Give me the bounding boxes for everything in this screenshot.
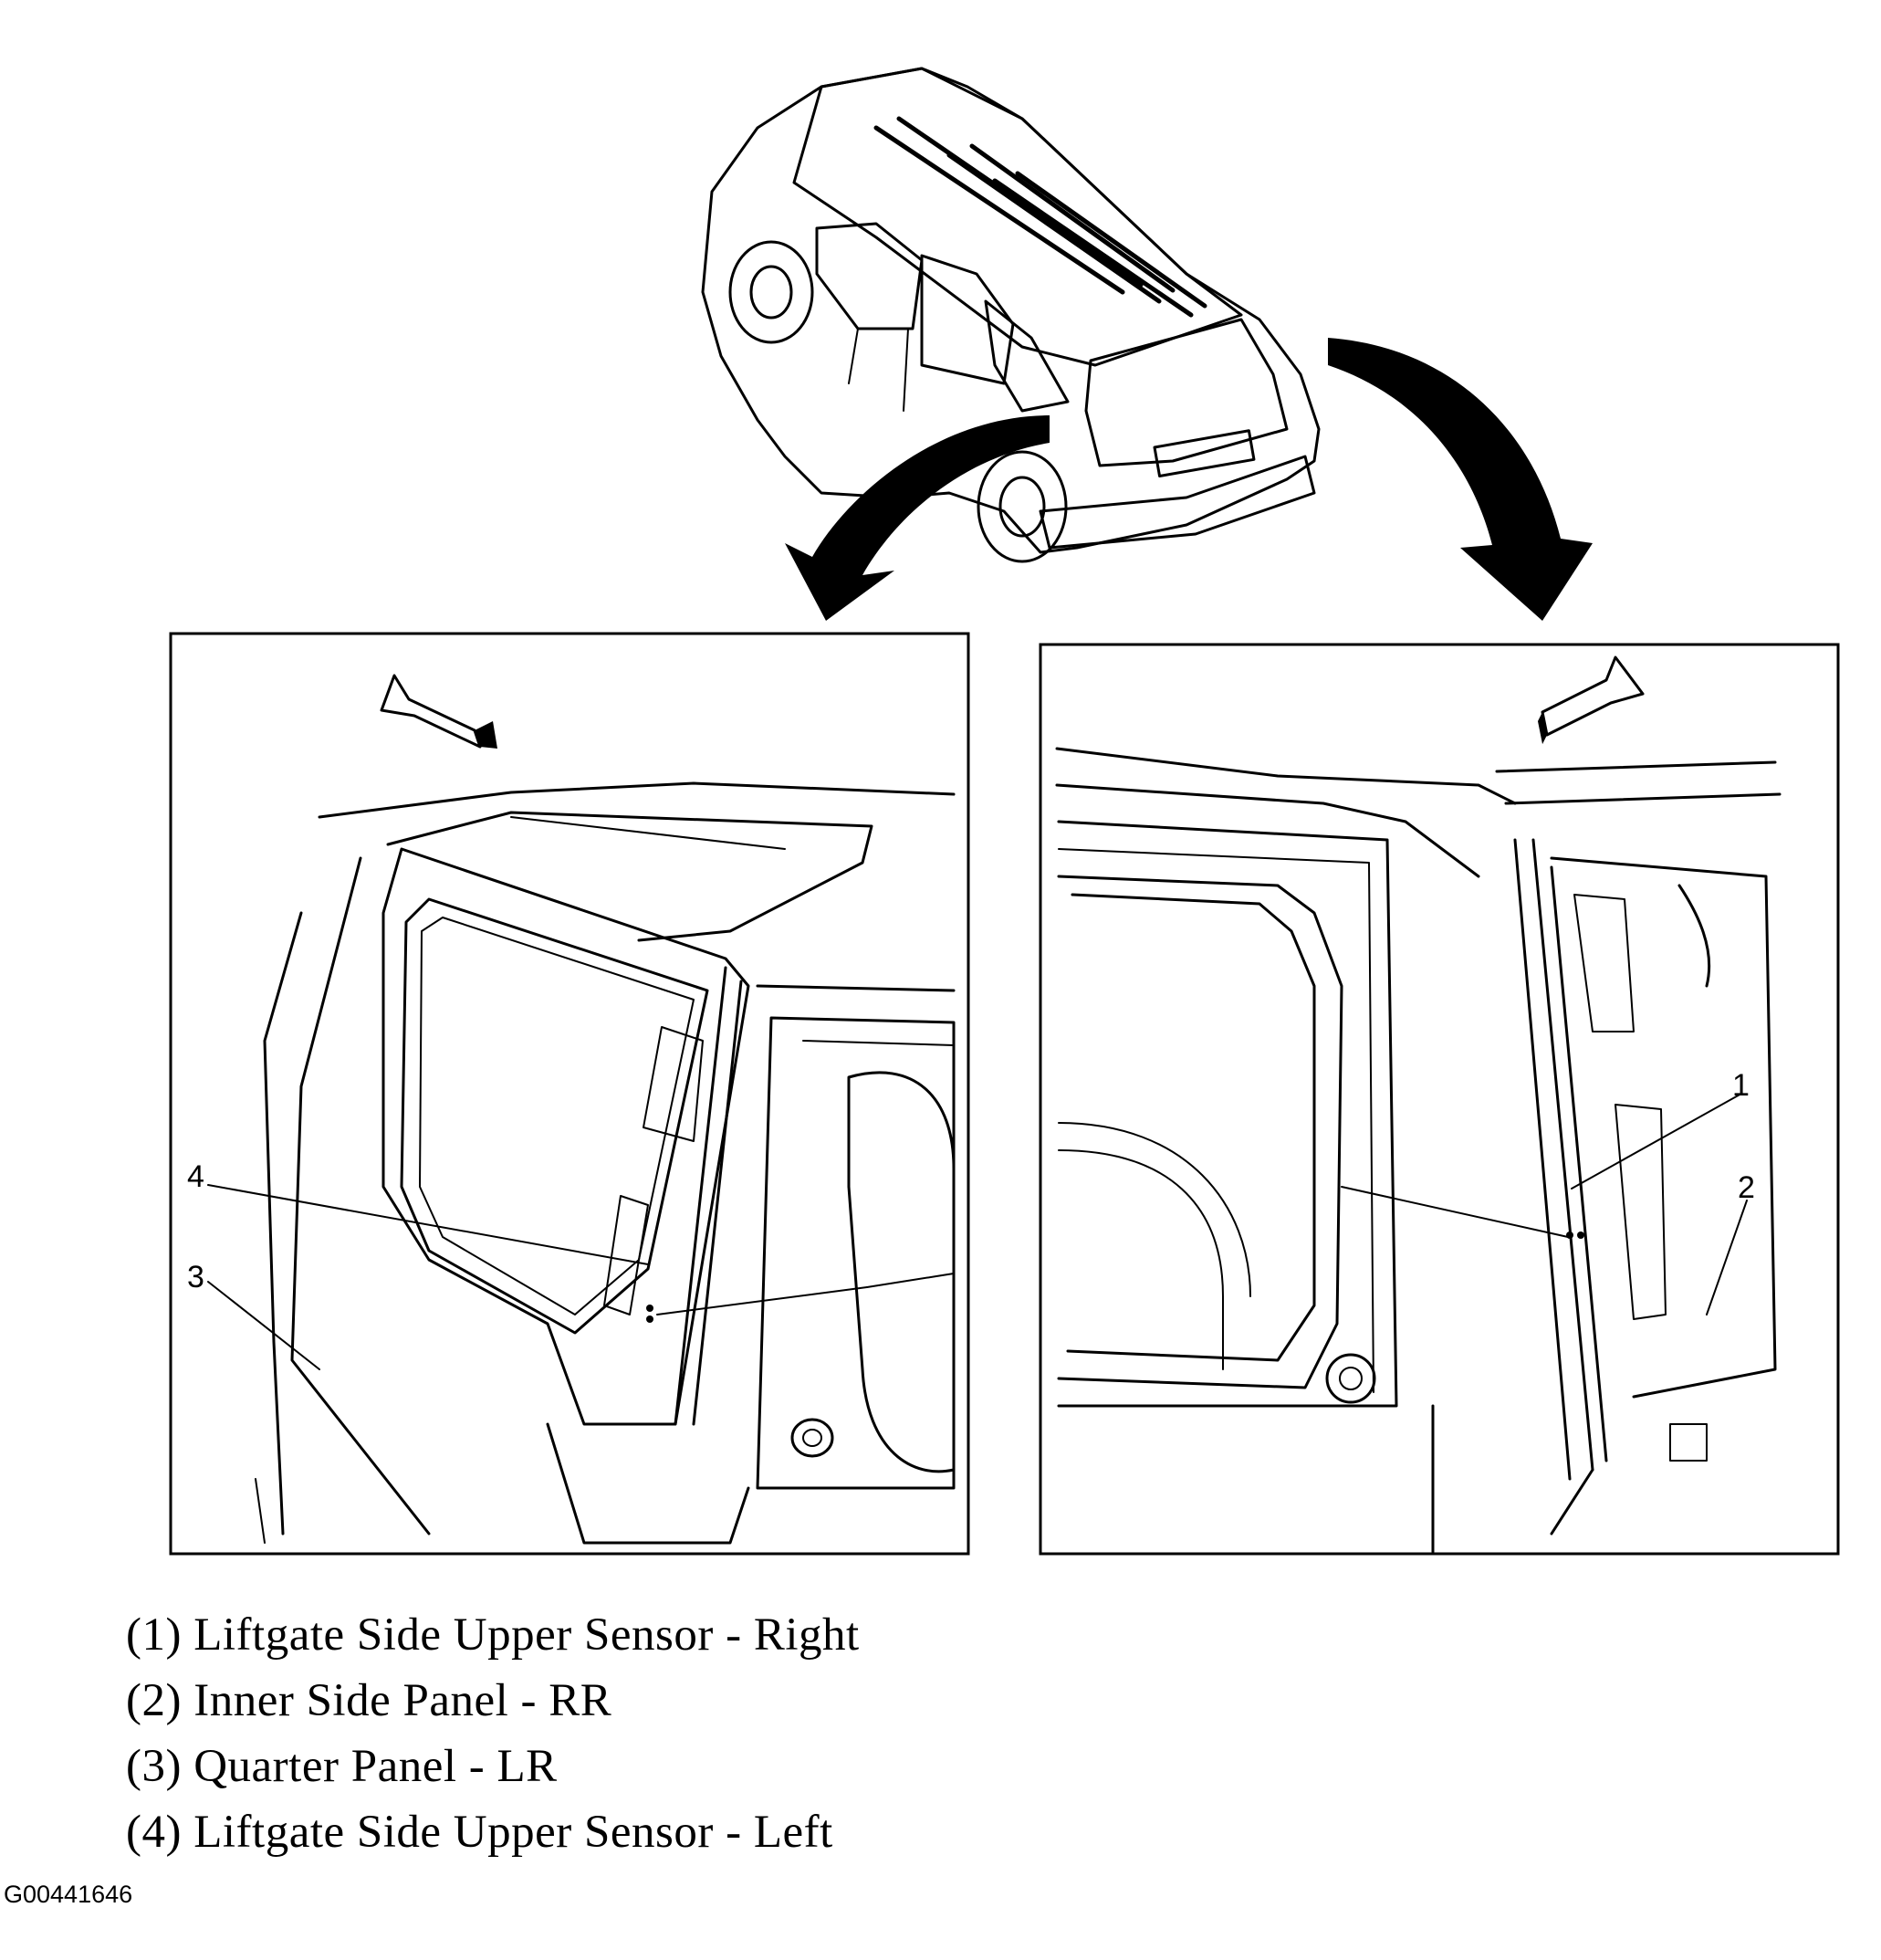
legend-item-2: (2) Inner Side Panel - RR — [126, 1675, 612, 1726]
right-detail-panel — [1039, 643, 1840, 1556]
callout-4: 4 — [187, 1159, 204, 1194]
figure-id: G00441646 — [4, 1881, 133, 1908]
left-curved-arrow — [785, 415, 1050, 621]
legend-item-3: (3) Quarter Panel - LR — [126, 1741, 558, 1792]
legend-item-4: (4) Liftgate Side Upper Sensor - Left — [126, 1807, 833, 1858]
left-detail-panel — [169, 632, 970, 1556]
callout-1: 1 — [1732, 1068, 1750, 1103]
vehicle-overview-illustration — [701, 67, 1321, 563]
legend-item-1: (1) Liftgate Side Upper Sensor - Right — [126, 1609, 860, 1661]
callout-3: 3 — [187, 1260, 204, 1294]
right-curved-arrow — [1328, 338, 1593, 621]
parts-legend: (1) Liftgate Side Upper Sensor - Right (… — [126, 1602, 1221, 1865]
callout-2: 2 — [1738, 1170, 1755, 1205]
